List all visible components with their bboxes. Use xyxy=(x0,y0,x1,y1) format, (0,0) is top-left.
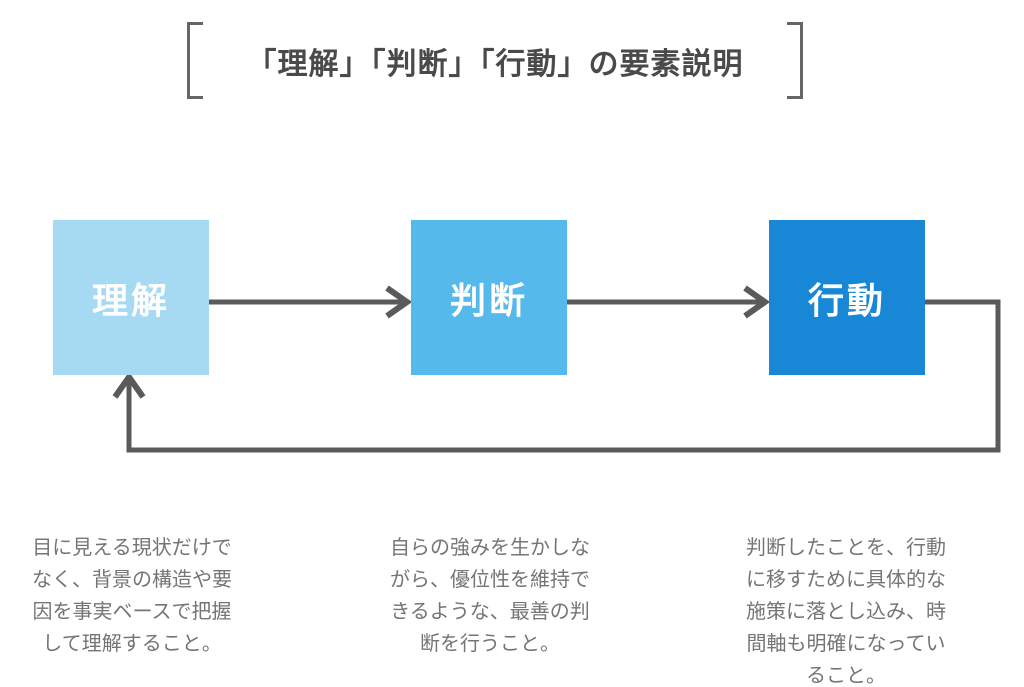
arrow-judge-to-act xyxy=(566,285,771,319)
title-block: 「理解」「判断」「行動」の要素説明 xyxy=(187,22,803,99)
node-judge: 判断 xyxy=(411,220,567,375)
node-judge-label: 判断 xyxy=(449,279,528,321)
description-act: 判断したことを、行動 に移すために具体的な 施策に落とし込み、時 間軸も明確にな… xyxy=(746,537,946,687)
right-bracket-decoration xyxy=(787,22,803,99)
description-judge: 自らの強みを生かしな がら、優位性を維持で きるような、最善の判 断を行うこと。 xyxy=(390,537,590,655)
node-act-label: 行動 xyxy=(807,279,886,321)
description-understand: 目に見える現状だけで なく、背景の構造や要 因を事実ベースで把握 して理解するこ… xyxy=(32,537,232,655)
diagram-title: 「理解」「判断」「行動」の要素説明 xyxy=(246,47,744,81)
node-understand: 理解 xyxy=(53,220,209,375)
node-act: 行動 xyxy=(769,220,925,375)
node-understand-label: 理解 xyxy=(91,279,170,321)
left-bracket-decoration xyxy=(187,22,203,99)
arrow-understand-to-judge xyxy=(208,285,413,319)
